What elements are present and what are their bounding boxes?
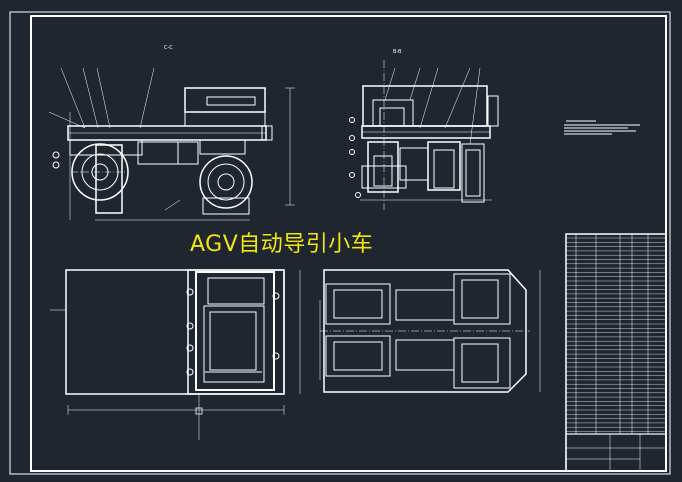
- technical-notes: [564, 120, 640, 135]
- section-label-b: B-B: [393, 49, 402, 55]
- parts-list-table: [565, 233, 667, 472]
- section-label-c: C-C: [164, 45, 173, 51]
- section-view: [349, 60, 499, 210]
- outer-frame: [9, 11, 671, 475]
- side-view: [48, 67, 295, 221]
- plan-view: [50, 269, 301, 440]
- drawing-title: AGV自动导引小车: [190, 232, 374, 257]
- parts-list-rows: [566, 237, 666, 432]
- drive-module-view: [319, 269, 541, 393]
